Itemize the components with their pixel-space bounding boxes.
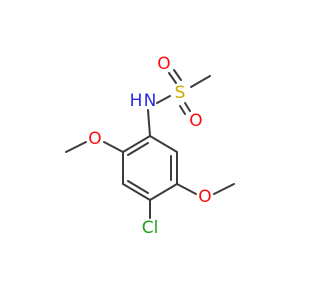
- bond-c1-c2-inner: [127, 142, 149, 156]
- bond-o-upper-methyl: [65, 141, 87, 153]
- atom-s-sulfonyl: S: [175, 83, 186, 103]
- bond-s-o-right-b: [179, 105, 186, 115]
- atom-cl: Cl: [142, 218, 159, 238]
- bond-c6-c1: [149, 135, 178, 153]
- atom-label-layer: O S O H N O O Cl: [88, 54, 211, 238]
- atom-o-methoxy-lower: O: [198, 187, 211, 207]
- bond-s-o-left-a: [168, 72, 177, 84]
- bond-c5-o-lower: [176, 183, 197, 195]
- bond-s-n: [156, 95, 171, 104]
- bond-methyl-s: [190, 75, 211, 88]
- bond-c1-c2: [122, 135, 151, 153]
- bond-n-c1: [147, 109, 151, 137]
- atom-o-sulfonyl-right: O: [189, 111, 202, 131]
- atom-n-amide: N: [144, 91, 157, 111]
- bond-o-lower-methyl: [213, 183, 235, 195]
- molecule-structure: O S O H N O O Cl: [65, 54, 235, 238]
- bond-c3-c4-inner: [127, 180, 149, 194]
- bond-c4-c5: [149, 183, 178, 201]
- bond-s-o-right-a: [184, 102, 191, 112]
- bond-s-o-left-b: [173, 69, 182, 81]
- atom-h-amide: H: [130, 91, 143, 111]
- bond-c3-c4: [122, 183, 151, 201]
- atom-o-methoxy-upper: O: [88, 129, 101, 149]
- bond-c2-o-upper: [103, 141, 124, 153]
- bond-layer: [65, 69, 235, 219]
- atom-o-sulfonyl-left: O: [157, 54, 170, 74]
